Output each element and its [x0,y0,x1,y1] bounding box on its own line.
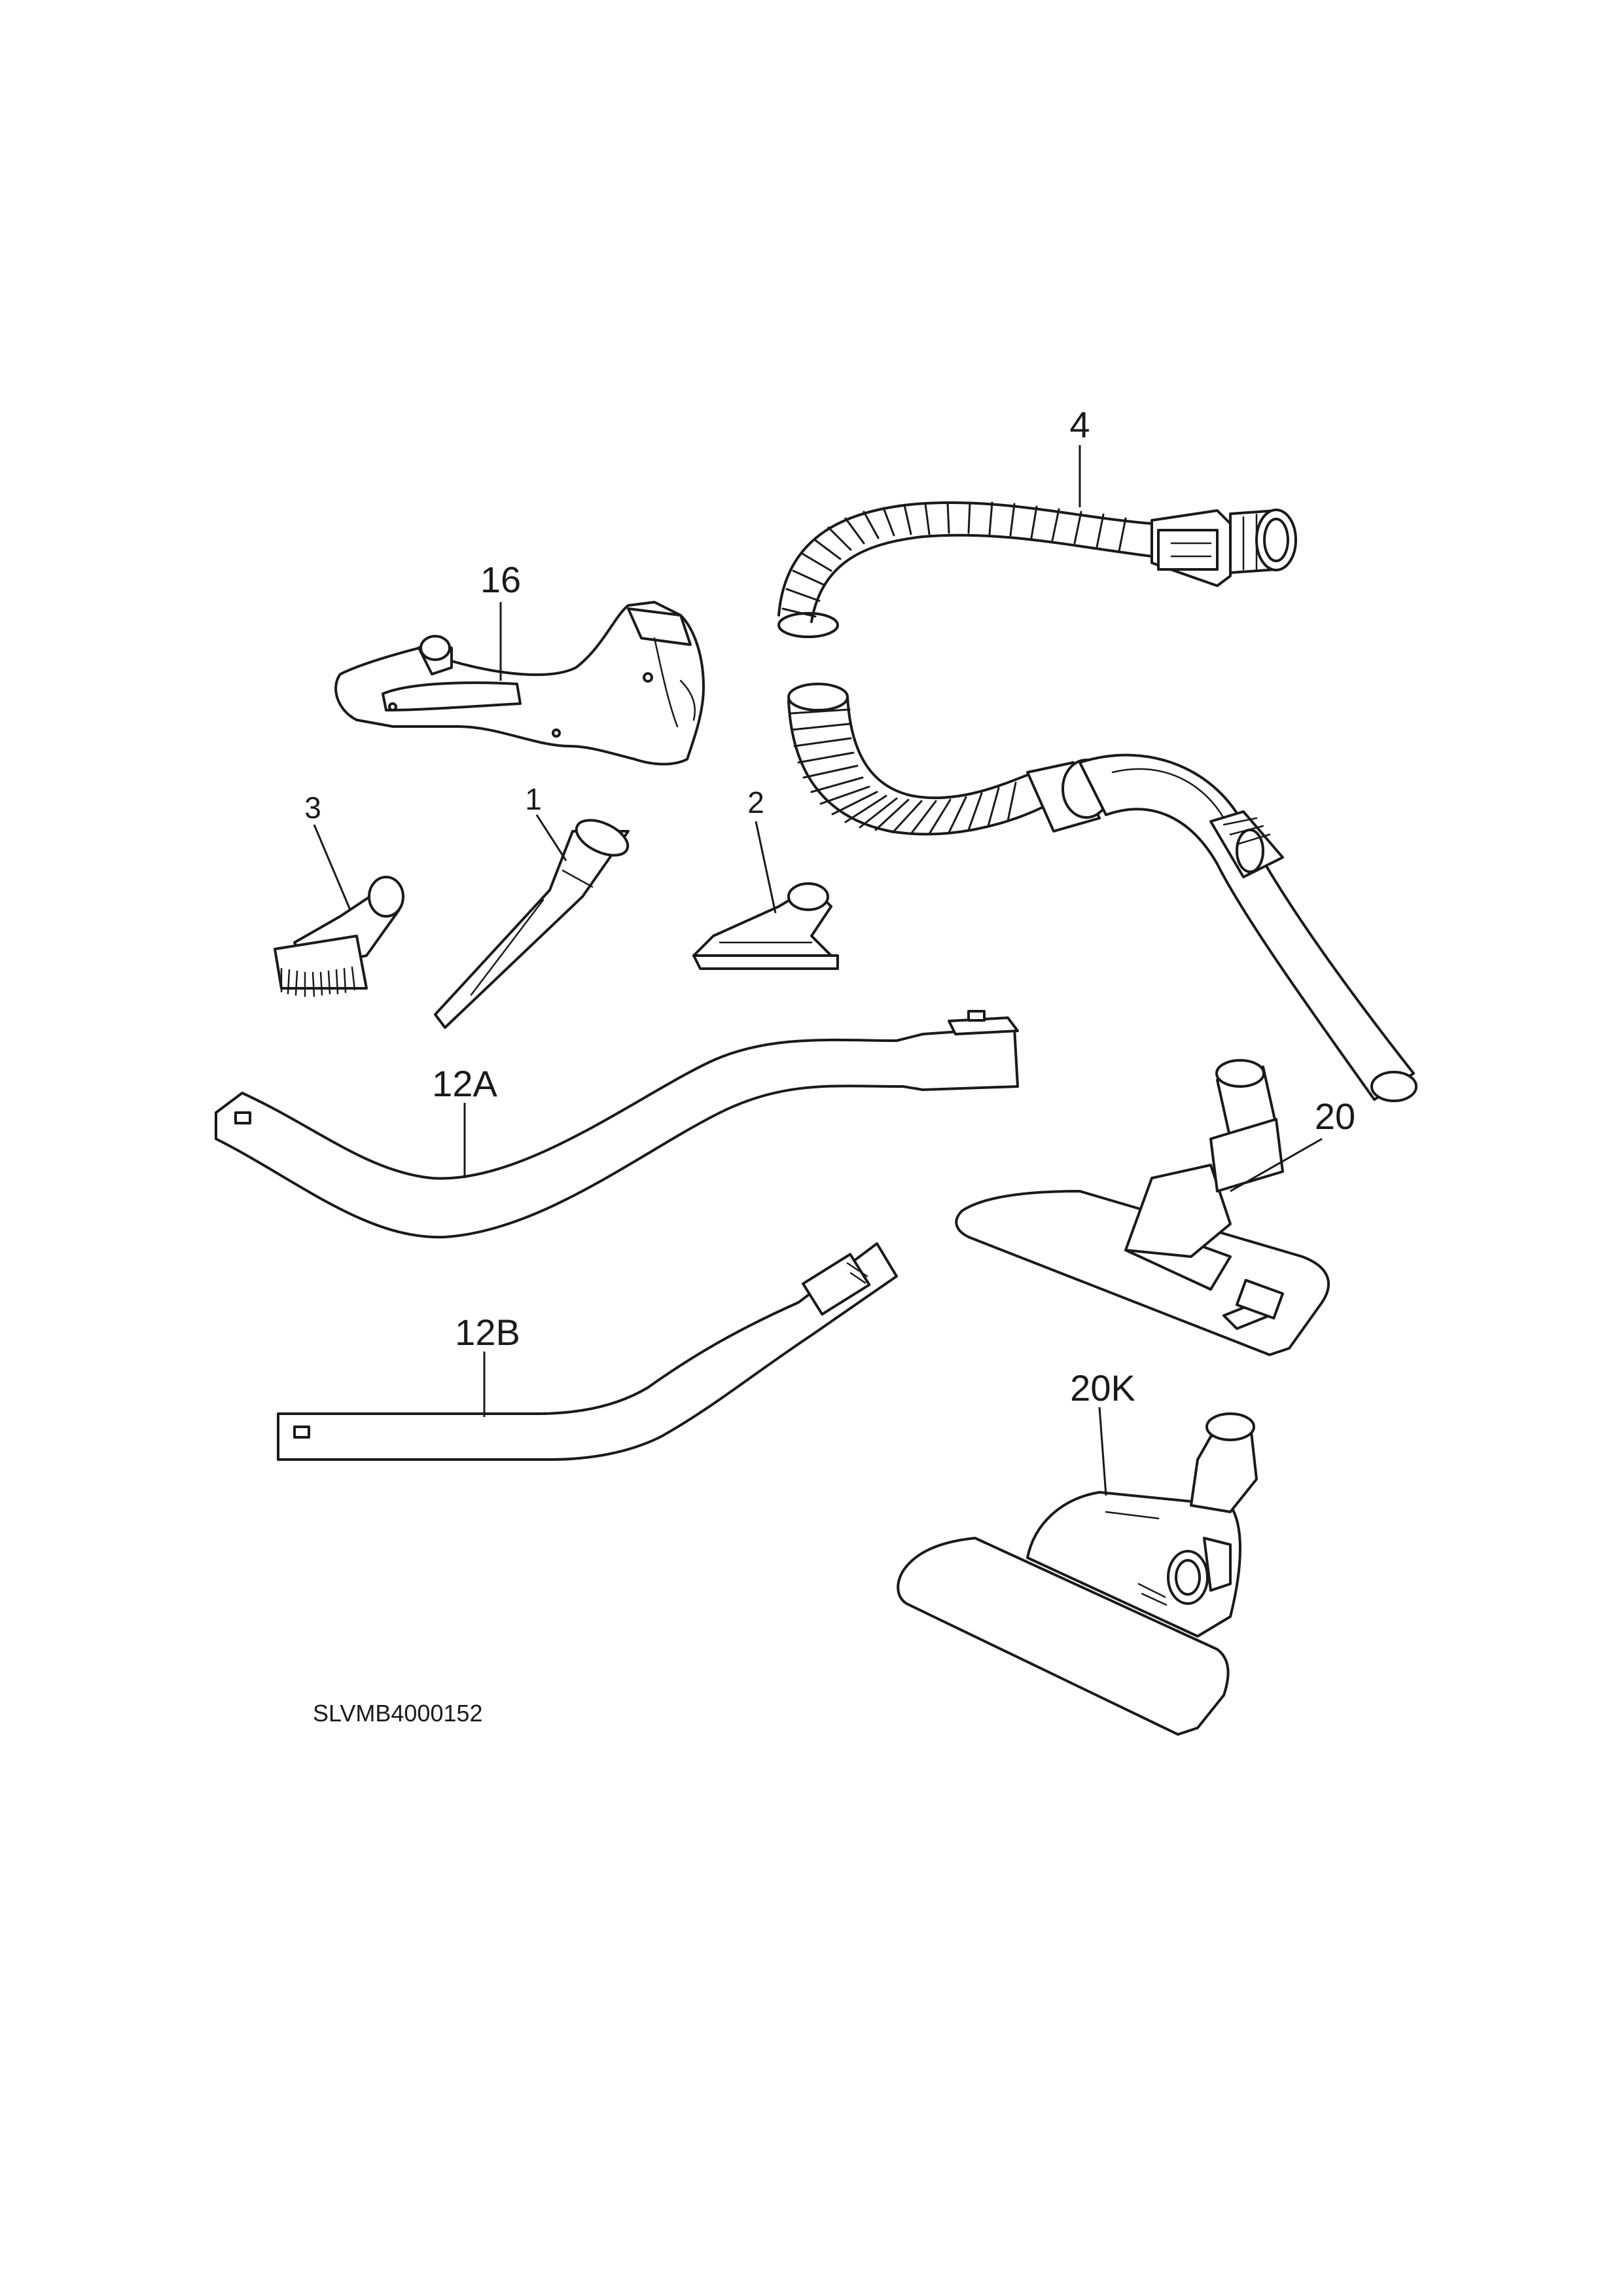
leader-1 [535,814,567,861]
callout-12b: 12B [455,1312,520,1353]
callout-4: 4 [1069,404,1090,445]
callout-20k: 20K [1070,1367,1135,1408]
brush-bristles [280,966,356,997]
brush-nozzle-part [274,876,404,997]
callout-1: 1 [525,782,542,816]
tube-b-part [277,1242,898,1461]
crevice-tool-part [434,819,630,1029]
hose-ribs-lower [789,708,1017,835]
callout-labels: 4 16 3 1 2 12A 20 12B 20K [304,404,1355,1408]
handle-holder-part [334,601,705,766]
leader-2 [755,821,777,914]
drawing-id: SLVMB4000152 [313,1700,483,1727]
leader-lines [313,445,1323,1496]
callout-2: 2 [747,785,764,819]
hose-ribs-upper [781,501,1127,618]
callout-16: 16 [480,559,521,600]
callout-3: 3 [304,791,321,825]
turbo-nozzle-part [897,1412,1258,1736]
leader-20k [1098,1407,1107,1496]
callout-12a: 12A [432,1063,497,1104]
leader-3 [313,824,351,910]
hose-handle-part [787,683,1418,1102]
floor-nozzle-part [955,1059,1330,1356]
leader-20 [1230,1138,1323,1193]
hose-part [777,501,1297,638]
callout-20: 20 [1315,1096,1355,1137]
tube-a-part [215,1010,1019,1239]
upholstery-nozzle-part [692,882,839,970]
